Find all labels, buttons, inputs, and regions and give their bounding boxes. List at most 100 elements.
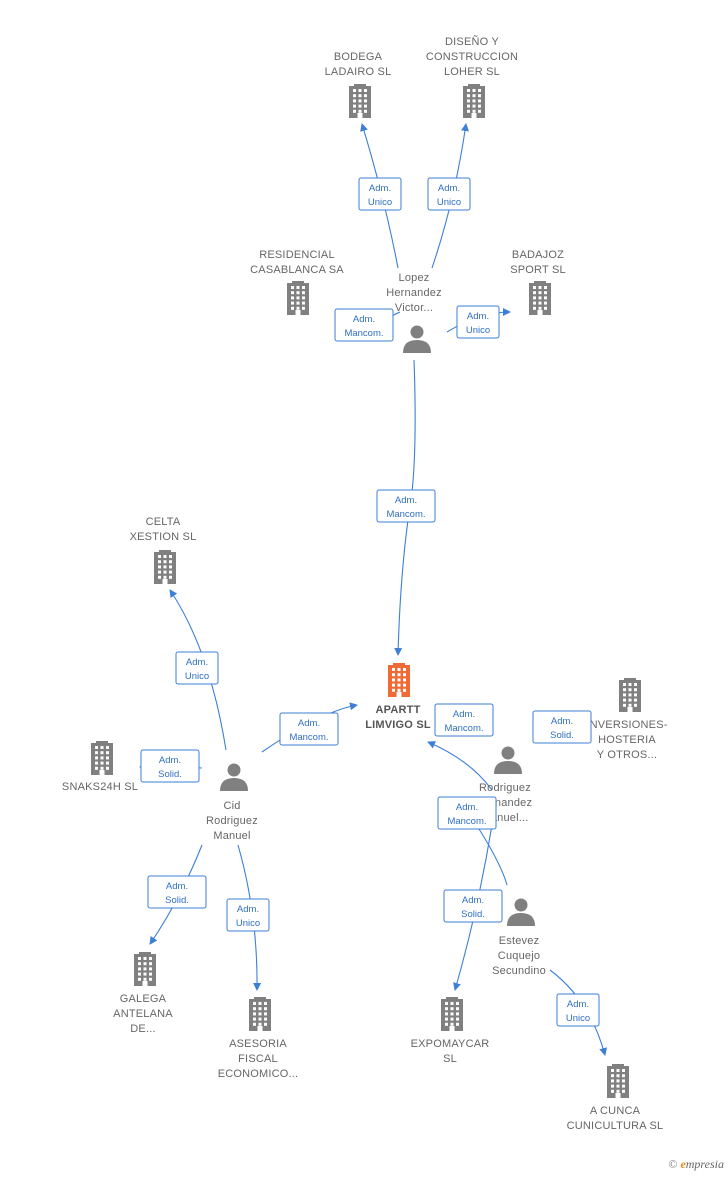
edge-label-text: Unico [466,325,490,336]
node-label: DE... [130,1023,155,1035]
node-label: GALEGA [120,993,167,1005]
edge-label-text: Mancom. [289,732,328,743]
building-icon [619,678,641,712]
node-label: INVERSIONES- [586,719,667,731]
edge-label-e4[interactable]: Adm. Unico [456,305,500,339]
edge-label-e5[interactable]: Adm. Mancom. [376,489,436,523]
building-icon [287,281,309,315]
node-inversiones[interactable]: INVERSIONES- HOSTERIA Y OTROS... [586,678,668,761]
node-label: LOHER SL [444,66,500,78]
node-label: Y OTROS... [597,749,657,761]
edge-label-text: Solid. [158,769,182,780]
node-label: CELTA [146,516,181,528]
edge-label-e8[interactable]: Adm.Solid. [140,749,200,783]
node-label: CUNICULTURA SL [567,1120,664,1132]
node-label: ASESORIA [229,1038,287,1050]
node-label: LADAIRO SL [325,66,392,78]
person-icon [507,898,535,926]
node-label: Cid [223,800,240,812]
edge-label-e3[interactable]: Adm. Mancom. [334,308,394,342]
edge-label-text: Adm. [551,716,573,727]
edge-label-e10[interactable]: Adm.Unico [226,898,270,932]
node-expomaycar[interactable]: EXPOMAYCAR SL [411,997,490,1065]
brand-logo: empresia [680,1157,724,1171]
node-label: RESIDENCIAL [259,249,335,261]
node-snaks[interactable]: SNAKS24H SL [62,741,138,793]
node-label: CONSTRUCCION [426,51,518,63]
node-label: Estevez [499,935,540,947]
node-label: SNAKS24H SL [62,781,138,793]
node-lopez[interactable]: LopezHernandezVictor... [386,272,442,353]
node-asesoria[interactable]: ASESORIA FISCAL ECONOMICO... [218,997,299,1080]
edge-label-text: Mancom. [344,328,383,339]
node-bodega[interactable]: BODEGA LADAIRO SL [325,51,392,118]
footer-brand[interactable]: © empresia [668,1157,724,1172]
node-acunca[interactable]: A CUNCA CUNICULTURA SL [567,1064,664,1132]
edge-label-text: Mancom. [386,509,425,520]
edge-label-e12[interactable]: Adm.Solid. [532,710,592,744]
person-icon [403,325,431,353]
node-residencial[interactable]: RESIDENCIAL CASABLANCA SA [250,249,344,315]
edge-label-text: Adm. [438,183,460,194]
node-label: XESTION SL [130,531,197,543]
node-label: BODEGA [334,51,383,63]
person-icon [220,763,248,791]
edge-label-e9[interactable]: Adm.Solid. [147,875,207,909]
building-icon [441,997,463,1031]
building-icon [91,741,113,775]
edge-label-text: Unico [368,197,392,208]
edge-label-text: Adm. [456,802,478,813]
node-label: SPORT SL [510,264,566,276]
edge-label-text: Adm. [369,183,391,194]
node-galega[interactable]: GALEGA ANTELANA DE... [113,952,173,1035]
node-label: Lopez [399,272,430,284]
building-icon [388,663,410,697]
edge-label-e14[interactable]: Adm. Solid. [443,889,503,923]
edge-label-text: Adm. [462,895,484,906]
node-label: FISCAL [238,1053,278,1065]
node-celta[interactable]: CELTA XESTION SL [130,516,197,584]
edge-label-text: Adm. [353,314,375,325]
edge-label-text: Unico [566,1013,590,1024]
copyright-symbol: © [668,1157,678,1171]
edge-label-e11[interactable]: Adm.Mancom. [434,703,494,737]
node-label: ECONOMICO... [218,1068,299,1080]
building-icon [249,997,271,1031]
node-label: Rodriguez [206,815,258,827]
node-label: HOSTERIA [598,734,656,746]
node-label: A CUNCA [590,1105,641,1117]
node-label: EXPOMAYCAR [411,1038,490,1050]
edge-label-e1[interactable]: Adm. Unico [358,177,402,211]
node-label: Victor... [395,302,433,314]
edge-label-e13[interactable]: Adm.Mancom. [437,796,497,830]
edge-rodriguez-to-apartt [427,741,493,791]
building-icon [349,84,371,118]
edge-label-text: Solid. [461,909,485,920]
edge-label-e7[interactable]: Adm.Mancom. [279,712,339,746]
node-label: CASABLANCA SA [250,264,344,276]
node-label: Secundino [492,965,546,977]
edge-label-e6[interactable]: Adm.Unico [175,651,219,685]
building-icon [154,550,176,584]
edge-label-text: Adm. [567,999,589,1010]
building-icon [529,281,551,315]
edge-labels-layer: Adm.UnicoAdm.UnicoAdm.Mancom.Adm.UnicoAd… [140,177,600,1027]
edge-label-e15[interactable]: Adm. Unico [556,993,600,1027]
node-label: SL [443,1053,457,1065]
node-label: Cuquejo [498,950,540,962]
node-label: ANTELANA [113,1008,173,1020]
edge-label-text: Adm. [186,657,208,668]
edge-label-text: Adm. [395,495,417,506]
edge-label-e2[interactable]: Adm.Unico [427,177,471,211]
edge-label-text: Adm. [467,311,489,322]
building-icon [607,1064,629,1098]
building-icon [134,952,156,986]
building-icon [463,84,485,118]
edge-label-text: Solid. [165,895,189,906]
